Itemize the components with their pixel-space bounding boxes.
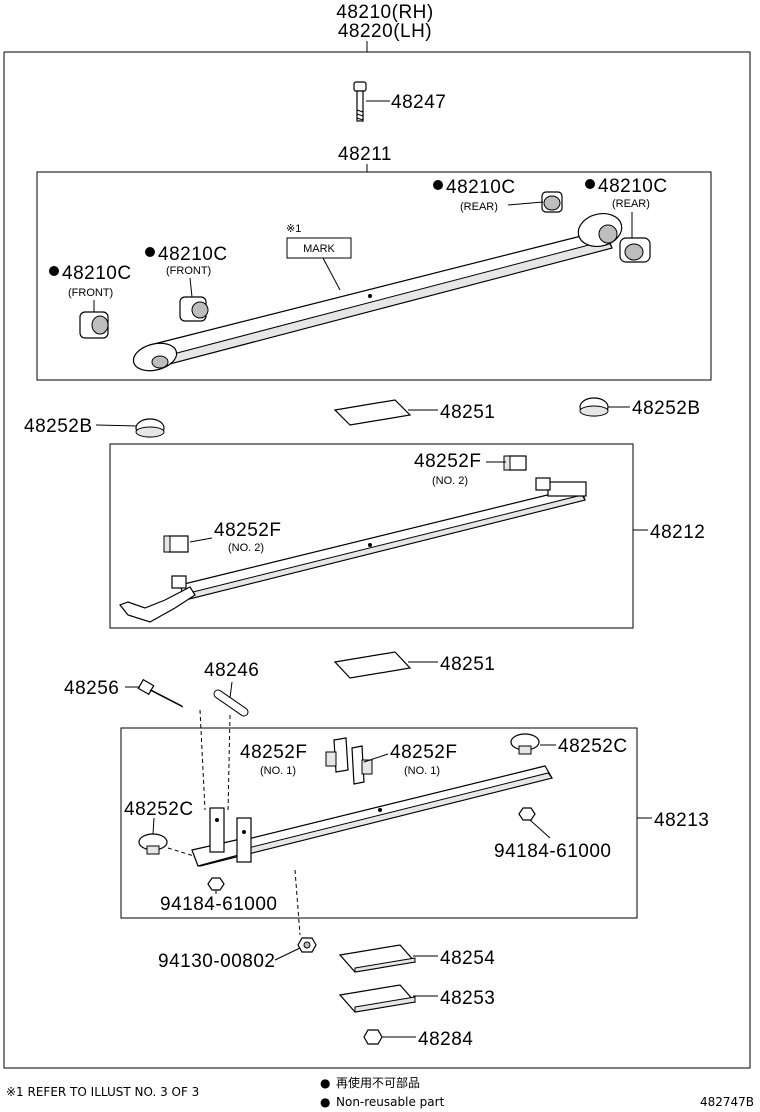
part-48210C-front2-label[interactable]: 48210C <box>62 263 132 284</box>
part-48252C-left-label[interactable]: 48252C <box>124 799 194 820</box>
part-48252F-no1-right-sub: (NO. 1) <box>404 765 440 777</box>
assembly-number-rh[interactable]: 48210(RH) <box>336 2 433 23</box>
non-reusable-dot-front2 <box>49 266 59 276</box>
leader-94184-right <box>529 819 551 839</box>
part-48252B-right-label[interactable]: 48252B <box>632 398 701 419</box>
part-48213-label[interactable]: 48213 <box>654 810 709 831</box>
part-48251-mid-label[interactable]: 48251 <box>440 654 495 675</box>
part-48210C-rear1-label[interactable]: 48210C <box>446 177 516 198</box>
legend-english: Non-reusable part <box>336 1095 445 1109</box>
clip-48252F-left-icon <box>163 535 189 553</box>
mark-box <box>286 237 352 259</box>
part-48252B-left-label[interactable]: 48252B <box>24 416 93 437</box>
mark-leader <box>322 257 341 291</box>
part-48210C-rear2-sub: (REAR) <box>612 198 650 210</box>
leader-front1 <box>189 277 193 298</box>
part-94184-right-label[interactable]: 94184-61000 <box>494 841 612 862</box>
part-48252F-top-sub: (NO. 2) <box>432 475 468 487</box>
part-48254-label[interactable]: 48254 <box>440 948 495 969</box>
group-48213-frame <box>120 727 638 919</box>
non-reusable-dot-rear2 <box>585 179 595 189</box>
nut-48284-icon <box>363 1029 383 1045</box>
clip-48252F-top-icon <box>503 455 527 471</box>
part-94184-left-label[interactable]: 94184-61000 <box>160 894 278 915</box>
part-48252F-no1-right-label[interactable]: 48252F <box>390 742 457 763</box>
pad-48252B-left-icon <box>135 418 165 438</box>
bushing-front2-icon <box>79 311 109 339</box>
group-48212-frame <box>109 443 634 629</box>
leader-48252F-left <box>189 537 213 543</box>
part-48210C-front1-sub: (FRONT) <box>166 265 211 277</box>
part-94130-label[interactable]: 94130-00802 <box>158 951 276 972</box>
leader-48252B-left <box>95 424 137 427</box>
nut-94184-right-icon <box>518 807 536 821</box>
dash-bolt-path <box>199 709 206 811</box>
bushing-front1-icon <box>179 296 209 322</box>
dash-bumper-left <box>167 847 195 857</box>
pad-48254-icon <box>338 944 417 973</box>
leader-48252F-no1-right <box>363 753 389 763</box>
reference-mark-note: ※1 <box>286 223 301 235</box>
part-48284-label[interactable]: 48284 <box>418 1029 473 1050</box>
part-48210C-rear2-label[interactable]: 48210C <box>598 176 668 197</box>
bumper-48252C-right-icon <box>510 733 540 755</box>
part-48253-label[interactable]: 48253 <box>440 988 495 1009</box>
leader-94130 <box>274 947 301 961</box>
liner-48251-mid-icon <box>333 651 412 679</box>
non-reusable-dot-front1 <box>145 247 155 257</box>
non-reusable-dot-rear1 <box>433 180 443 190</box>
part-48210C-front1-label[interactable]: 48210C <box>158 244 228 265</box>
nut-94130-icon <box>297 937 317 953</box>
bushing-rear1-icon <box>541 191 563 213</box>
part-48256-label[interactable]: 48256 <box>64 678 119 699</box>
outer-frame <box>3 51 751 1069</box>
nut-94184-left-icon <box>207 877 225 891</box>
clip-48252F-no1-left-icon <box>325 737 349 773</box>
part-48212-label[interactable]: 48212 <box>650 522 705 543</box>
part-48211-label[interactable]: 48211 <box>338 144 392 165</box>
pin-48246-icon <box>213 689 249 717</box>
bushing-rear2-icon <box>619 237 651 263</box>
part-48246-label[interactable]: 48246 <box>204 660 259 681</box>
part-48252C-right-label[interactable]: 48252C <box>558 736 628 757</box>
part-48210C-rear1-sub: (REAR) <box>460 201 498 213</box>
pad-48252B-right-icon <box>579 397 609 417</box>
dash-nut-path <box>294 869 301 936</box>
leader-48252C-left <box>152 817 155 835</box>
group-48211-frame <box>36 171 712 381</box>
reference-note: ※1 REFER TO ILLUST NO. 3 OF 3 <box>6 1085 199 1099</box>
illustration-code: 482747B <box>700 1095 754 1109</box>
bolt-48247-icon <box>353 81 367 122</box>
leaf-spring-48213-icon <box>191 765 553 867</box>
legend-bullet-en: ● <box>320 1095 330 1109</box>
dash-pin-path <box>227 714 231 813</box>
bumper-48252C-left-icon <box>138 833 168 855</box>
plate-48253-icon <box>338 984 417 1013</box>
legend-japanese: 再使用不可部品 <box>336 1075 420 1090</box>
legend-bullet-jp: ● <box>320 1076 330 1090</box>
part-48252F-left-sub: (NO. 2) <box>228 542 264 554</box>
bolt-48256-icon <box>137 678 184 708</box>
liner-48251-top-icon <box>333 399 412 426</box>
part-48252F-no1-left-label[interactable]: 48252F <box>240 742 307 763</box>
leaf-spring-48211-icon <box>132 212 623 372</box>
part-48252F-no1-left-sub: (NO. 1) <box>260 765 296 777</box>
part-48251-top-label[interactable]: 48251 <box>440 402 495 423</box>
assembly-number-lh[interactable]: 48220(LH) <box>338 21 432 42</box>
clip-48252F-no1-right-icon <box>351 745 373 785</box>
leaf-spring-48212-icon <box>119 477 587 623</box>
mark-label: MARK <box>303 243 335 255</box>
part-48247-label[interactable]: 48247 <box>391 92 446 113</box>
part-48252F-top-label[interactable]: 48252F <box>414 451 481 472</box>
leader-rear1 <box>507 201 544 206</box>
part-48252F-left-label[interactable]: 48252F <box>214 520 281 541</box>
leader-48246 <box>229 681 233 699</box>
part-48210C-front2-sub: (FRONT) <box>68 287 113 299</box>
